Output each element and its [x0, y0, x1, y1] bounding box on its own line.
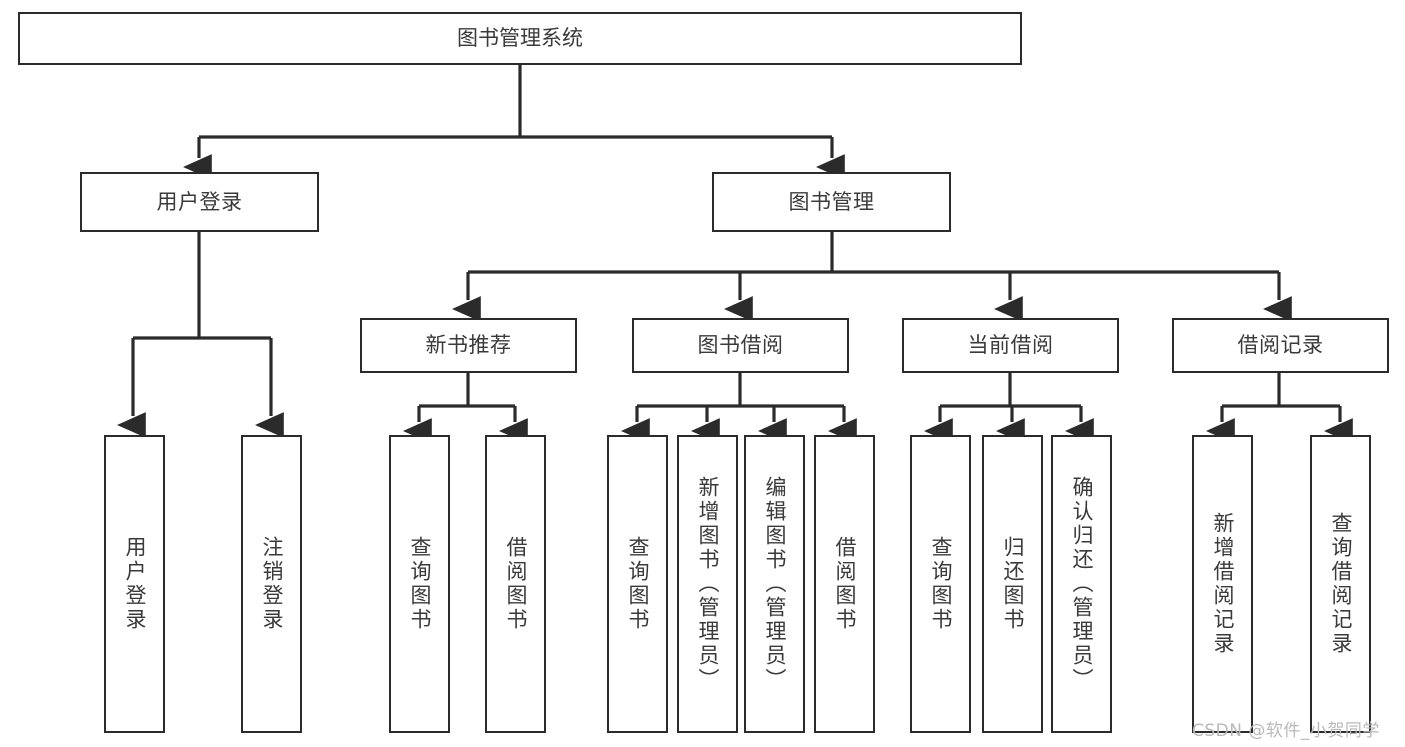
- node-label: 图书管理系统: [457, 26, 583, 51]
- node-label: 确认归还（管理员）: [1069, 476, 1094, 692]
- node-label: 借阅图书: [832, 536, 857, 632]
- node-label: 新书推荐: [425, 333, 512, 358]
- node-label: 用户登录: [122, 536, 147, 632]
- node-label: 新增图书（管理员）: [695, 476, 720, 692]
- node-leaf-return-book[interactable]: 归还图书: [982, 435, 1043, 733]
- node-label: 编辑图书（管理员）: [762, 476, 787, 692]
- node-leaf-query-book-3[interactable]: 查询图书: [910, 435, 971, 733]
- node-user-login[interactable]: 用户登录: [80, 172, 319, 232]
- node-label: 归还图书: [1000, 536, 1025, 632]
- node-label: 借阅记录: [1237, 333, 1324, 358]
- watermark: CSDN @软件_小贺同学: [1192, 721, 1380, 741]
- node-new-book-recommend[interactable]: 新书推荐: [360, 318, 577, 373]
- node-label: 图书借阅: [697, 333, 784, 358]
- node-leaf-query-book-2[interactable]: 查询图书: [607, 435, 668, 733]
- node-label: 图书管理: [788, 189, 875, 214]
- node-leaf-logout-login[interactable]: 注销登录: [241, 435, 302, 733]
- node-leaf-confirm-return[interactable]: 确认归还（管理员）: [1051, 435, 1112, 733]
- node-leaf-query-book-1[interactable]: 查询图书: [389, 435, 450, 733]
- node-label: 当前借阅: [967, 333, 1054, 358]
- node-leaf-query-record[interactable]: 查询借阅记录: [1310, 435, 1371, 733]
- node-leaf-add-record[interactable]: 新增借阅记录: [1192, 435, 1253, 733]
- node-current-borrow[interactable]: 当前借阅: [902, 318, 1119, 373]
- node-label: 查询借阅记录: [1328, 512, 1353, 656]
- node-leaf-user-login[interactable]: 用户登录: [104, 435, 165, 733]
- node-label: 查询图书: [407, 536, 432, 632]
- node-borrow-record[interactable]: 借阅记录: [1172, 318, 1389, 373]
- node-label: 查询图书: [625, 536, 650, 632]
- node-label: 注销登录: [259, 536, 284, 632]
- node-label: 借阅图书: [503, 536, 528, 632]
- node-label: 查询图书: [928, 536, 953, 632]
- node-leaf-edit-book[interactable]: 编辑图书（管理员）: [744, 435, 805, 733]
- node-label: 新增借阅记录: [1210, 512, 1235, 656]
- node-leaf-borrow-book-1[interactable]: 借阅图书: [485, 435, 546, 733]
- node-label: 用户登录: [156, 189, 243, 214]
- node-book-manage[interactable]: 图书管理: [712, 172, 951, 232]
- node-root-system[interactable]: 图书管理系统: [18, 12, 1022, 65]
- node-leaf-add-book[interactable]: 新增图书（管理员）: [677, 435, 738, 733]
- node-book-borrow[interactable]: 图书借阅: [632, 318, 849, 373]
- node-leaf-borrow-book-2[interactable]: 借阅图书: [814, 435, 875, 733]
